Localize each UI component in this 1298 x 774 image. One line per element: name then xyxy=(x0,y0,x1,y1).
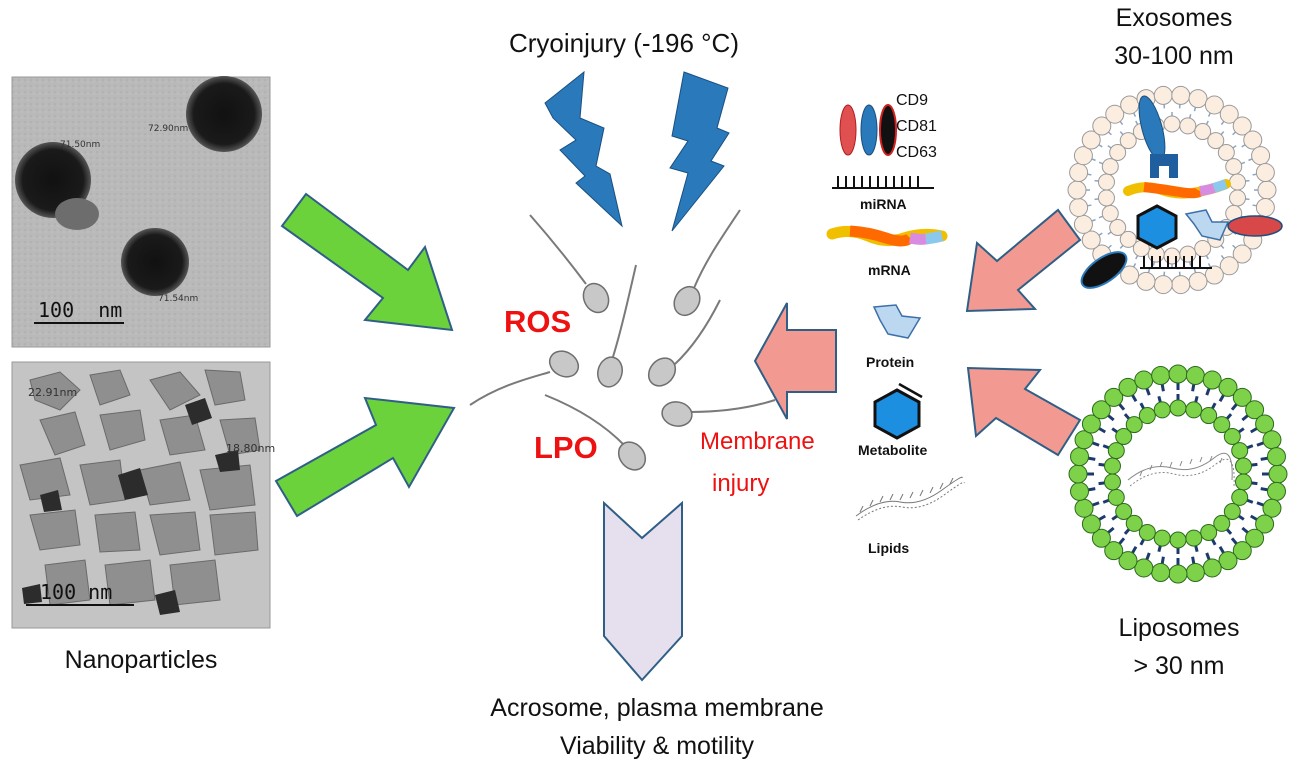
mirna-label: miRNA xyxy=(860,196,907,212)
sperm-cell xyxy=(661,399,776,427)
outcome-line2: Viability & motility xyxy=(559,732,755,760)
liposomes-label-line1: Liposomes xyxy=(1118,614,1240,642)
exosome-metabolite xyxy=(1136,204,1178,250)
cargo-legend xyxy=(826,104,965,521)
cd9-label: CD9 xyxy=(896,92,929,109)
sperm-cell xyxy=(673,209,741,317)
green-arrow-top xyxy=(280,192,454,332)
cd63-label: CD63 xyxy=(896,144,937,161)
scale-label-bottom: 100 nm xyxy=(40,580,113,604)
sperm-cell xyxy=(597,264,637,388)
mrna-icon xyxy=(826,225,948,247)
liposomes-label-line2: > 30 nm xyxy=(1133,652,1225,680)
protein-label: Protein xyxy=(866,354,915,370)
cd81-marker xyxy=(860,104,878,156)
lightning-bolt-right xyxy=(669,71,730,232)
membrane-injury-line2: injury xyxy=(712,470,770,497)
micrograph-bottom xyxy=(11,361,271,629)
pink-arrow-liposomes xyxy=(966,366,1082,457)
exosome-membrane xyxy=(1067,85,1277,295)
lpo-label: LPO xyxy=(534,430,598,465)
micrograph-top xyxy=(11,76,271,348)
measurement-label: 72.90nm xyxy=(148,124,189,134)
exosome-vesicle xyxy=(1067,85,1283,295)
nanoparticle xyxy=(55,198,99,230)
liposome-bilayer xyxy=(1068,364,1288,584)
measurement-label: 18.80nm xyxy=(226,442,276,455)
pink-arrow-center xyxy=(753,302,837,420)
protein-icon xyxy=(872,304,922,339)
ros-label: ROS xyxy=(504,304,572,339)
liposome-cargo xyxy=(1127,452,1235,487)
liposome-vesicle xyxy=(1068,364,1288,584)
mrna-label: mRNA xyxy=(868,262,911,278)
sperm-cells xyxy=(469,209,776,471)
exosome-red-marker xyxy=(1227,215,1283,237)
cd9-marker xyxy=(839,104,857,156)
exosomes-label-line1: Exosomes xyxy=(1115,4,1233,32)
outcome-arrow xyxy=(603,500,683,682)
sperm-cell xyxy=(647,299,721,387)
metabolite-icon xyxy=(873,382,923,440)
exosomes-label-line2: 30-100 nm xyxy=(1114,42,1234,70)
metabolite-label: Metabolite xyxy=(858,442,928,458)
sperm-cell xyxy=(544,394,647,471)
lipids-icon xyxy=(855,476,965,521)
outcome-line1: Acrosome, plasma membrane xyxy=(490,694,824,722)
sperm-cell xyxy=(529,214,610,314)
scale-label-top: 100 nm xyxy=(38,298,123,322)
cryoinjury-label: Cryoinjury (-196 °C) xyxy=(508,28,739,58)
cd63-marker xyxy=(879,104,897,156)
lightning-bolt-left xyxy=(544,70,623,228)
exosome-black-marker xyxy=(1080,251,1128,289)
cd81-label: CD81 xyxy=(896,118,937,135)
nanoparticle xyxy=(121,228,189,296)
measurement-label: 71.54nm xyxy=(158,294,199,304)
exosome-mirna xyxy=(1140,256,1212,269)
exosome-protein xyxy=(1184,209,1230,241)
sperm-cell xyxy=(469,350,580,406)
pink-arrow-exosomes xyxy=(965,208,1082,313)
lipids-label: Lipids xyxy=(868,540,910,556)
exosome-receptor xyxy=(1150,154,1178,178)
nanoparticle xyxy=(186,76,262,152)
nanoparticles-label: Nanoparticles xyxy=(64,646,218,674)
membrane-injury-line1: Membrane xyxy=(700,428,815,455)
green-arrow-bottom xyxy=(274,396,456,518)
measurement-label: 71.50nm xyxy=(60,140,101,150)
measurement-label: 22.91nm xyxy=(28,386,78,399)
mirna-icon xyxy=(832,176,934,189)
exosome-mrna xyxy=(1123,179,1231,199)
